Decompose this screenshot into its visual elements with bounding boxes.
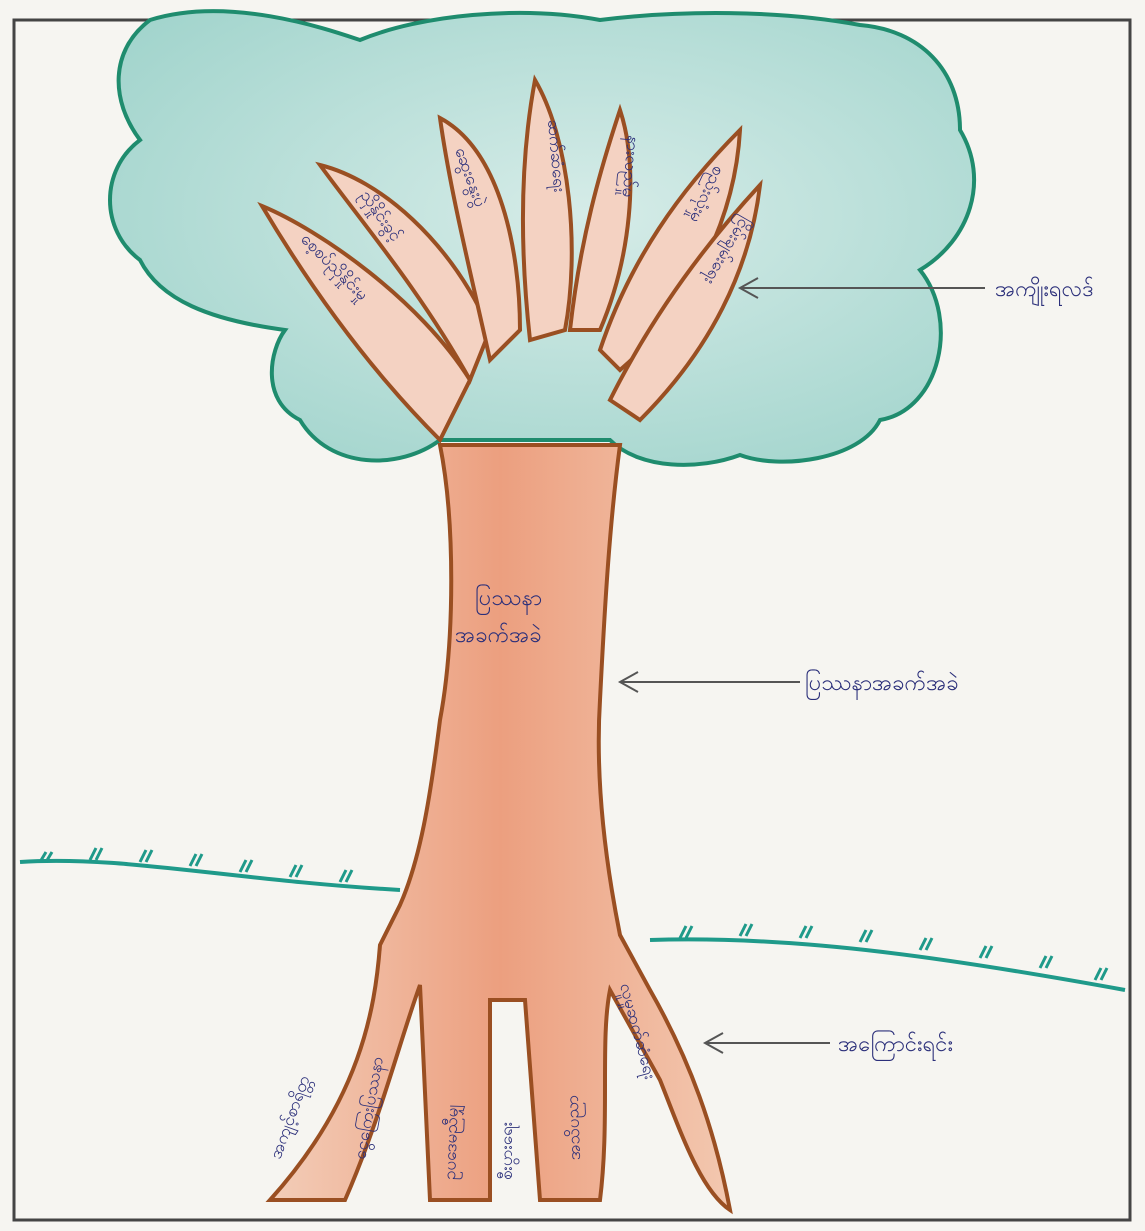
label-fruits: အကျိုးရလဒ်: [995, 276, 1094, 307]
trunk-text-line2: အခက်အခဲ: [455, 622, 542, 648]
root-text-4: စီးပွားရေး: [497, 1122, 520, 1180]
label-trunk: ပြဿနာအခက်အခဲ: [805, 669, 959, 700]
trunk: [270, 445, 730, 1210]
arrow-roots: [705, 1033, 830, 1053]
trunk-text-line1: ပြဿနာ: [475, 584, 542, 615]
arrow-trunk: [620, 672, 800, 692]
grass-right: [650, 939, 1125, 990]
label-roots: အကြောင်းရင်း: [838, 1030, 953, 1061]
